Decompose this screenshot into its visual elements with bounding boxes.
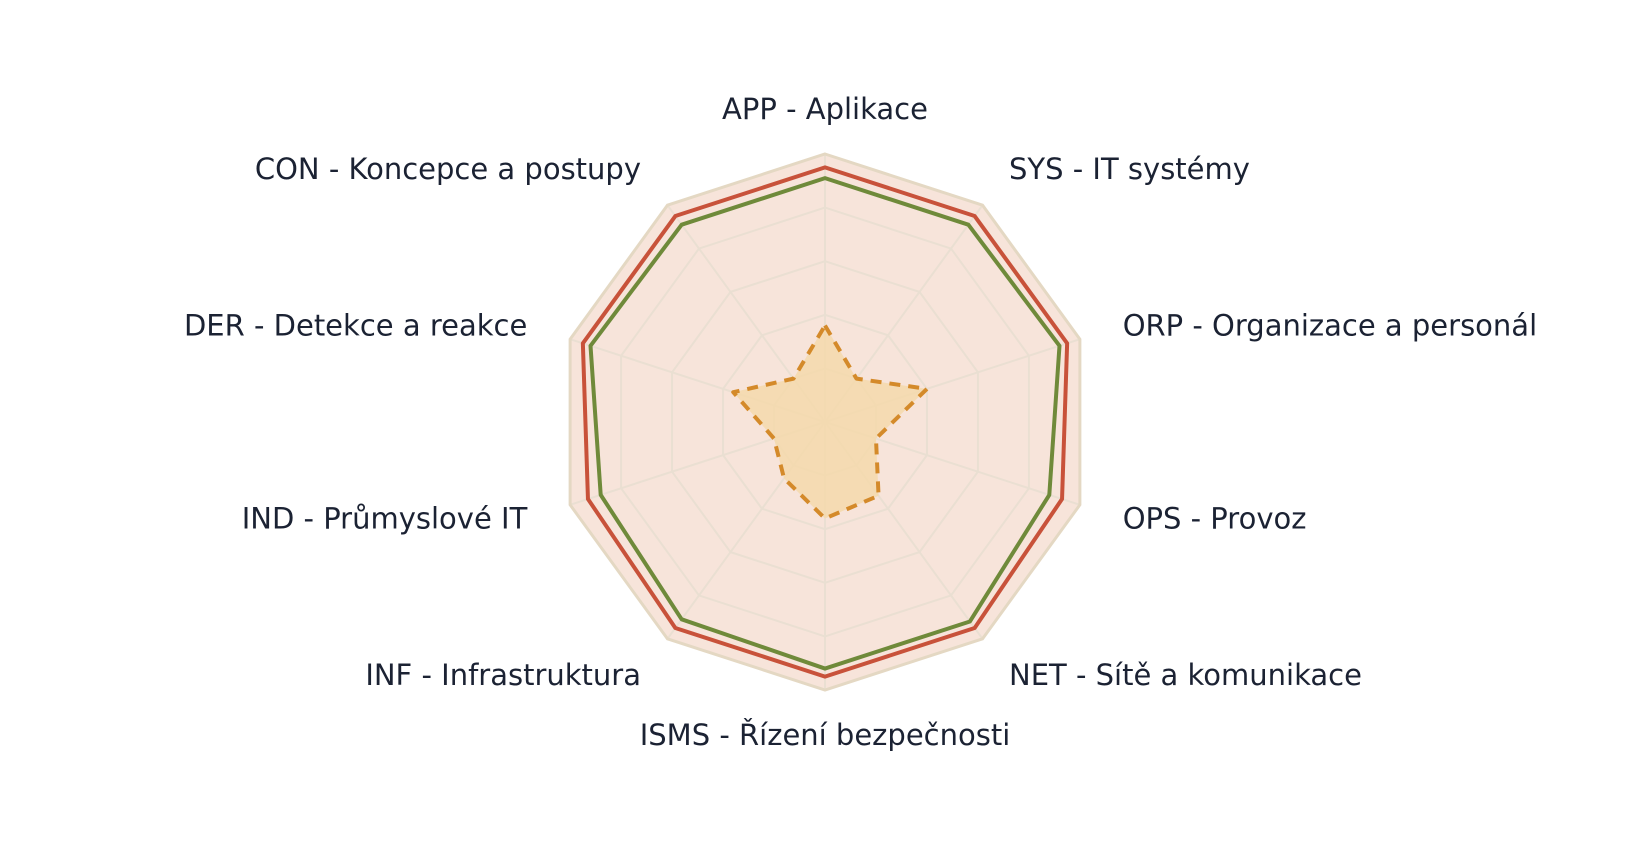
axis-label: INF - Infrastruktura xyxy=(365,658,641,692)
axis-label: APP - Aplikace xyxy=(722,92,928,126)
axis-label: NET - Sítě a komunikace xyxy=(1009,658,1362,692)
series-line xyxy=(568,152,1082,692)
axis-label: ORP - Organizace a personál xyxy=(1123,308,1537,342)
series-line xyxy=(588,176,1062,671)
axis-label: ISMS - Řízení bezpečnosti xyxy=(640,718,1011,752)
axis-label: IND - Průmyslové IT xyxy=(242,502,528,536)
axis-label: SYS - IT systémy xyxy=(1009,152,1250,186)
axis-label: CON - Koncepce a postupy xyxy=(255,152,641,186)
series-line xyxy=(731,323,929,521)
axis-label: OPS - Provoz xyxy=(1123,502,1307,536)
series-line xyxy=(580,165,1070,679)
axis-label: DER - Detekce a reakce xyxy=(184,308,527,342)
